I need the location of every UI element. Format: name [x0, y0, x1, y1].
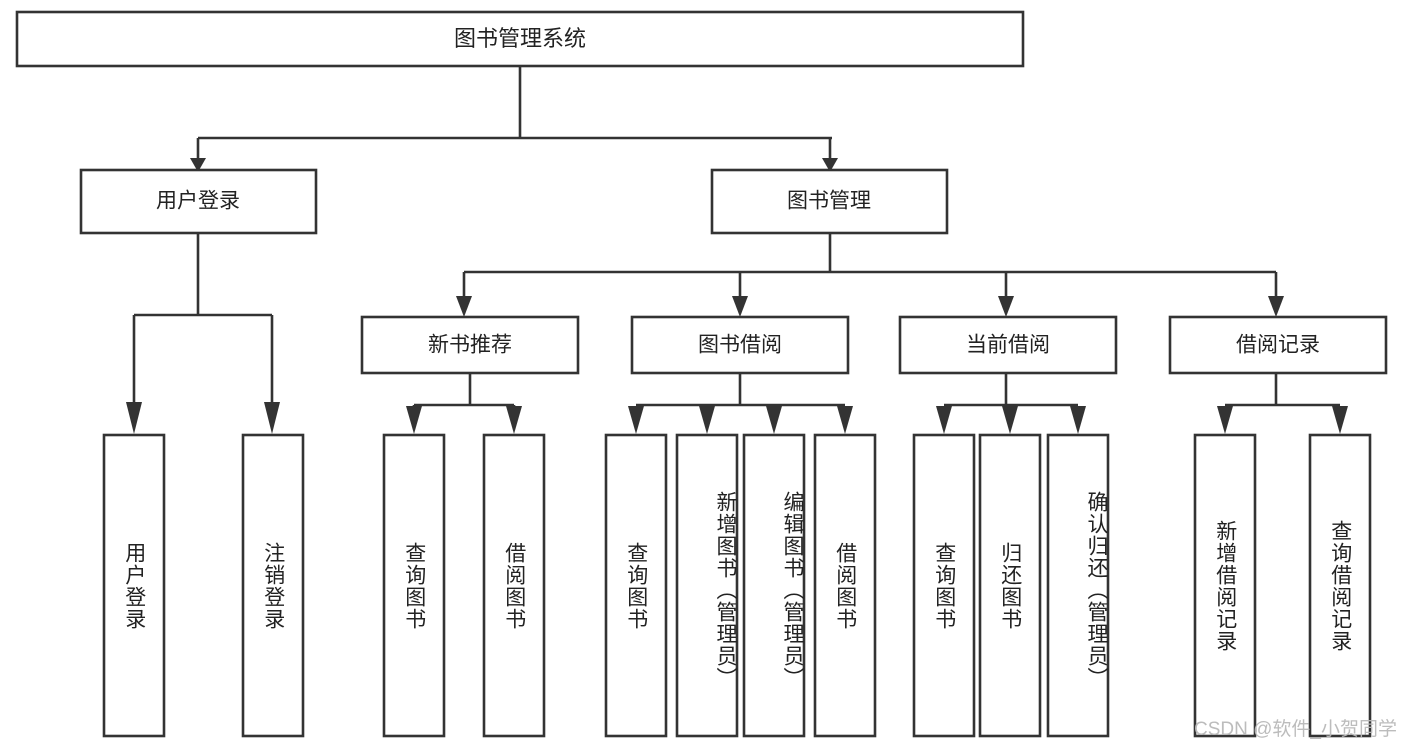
- node-book-borrow[interactable]: 图书借阅: [630, 315, 850, 375]
- arrow-user-login: [190, 158, 206, 172]
- arrow-book-borrow: [732, 296, 748, 317]
- arrow-nb-leaf1: [406, 406, 422, 434]
- leaf-box-bb-query-book[interactable]: [604, 433, 668, 738]
- leaf-box-cb-confirm-return[interactable]: [1046, 433, 1110, 738]
- node-borrow-record-box[interactable]: [1168, 315, 1388, 375]
- arrow-leaf-logout: [264, 402, 280, 434]
- node-root-label: 图书管理系统: [454, 26, 586, 51]
- node-book-manage[interactable]: 图书管理: [710, 168, 949, 235]
- leaf-box-cb-return-book[interactable]: [978, 433, 1042, 738]
- node-borrow-record-label: 借阅记录: [1236, 334, 1320, 357]
- leaf-box-user-login[interactable]: [102, 433, 166, 738]
- leaf-box-br-query-record[interactable]: [1308, 433, 1372, 738]
- node-new-book-recommend-box[interactable]: [360, 315, 580, 375]
- node-book-borrow-label: 图书借阅: [698, 334, 782, 357]
- arrow-cb-leaf2: [1002, 406, 1018, 434]
- arrow-current-borrow: [998, 296, 1014, 317]
- leaf-box-cb-query-book[interactable]: [912, 433, 976, 738]
- leaf-box-br-add-record[interactable]: [1193, 433, 1257, 738]
- arrow-leaf-user-login: [126, 402, 142, 434]
- node-book-manage-box[interactable]: [710, 168, 949, 235]
- node-user-login[interactable]: 用户登录: [79, 168, 318, 235]
- arrow-bb-leaf4: [837, 406, 853, 434]
- node-root-box[interactable]: [15, 10, 1025, 68]
- leaf-box-nb-borrow-book[interactable]: [482, 433, 546, 738]
- node-borrow-record[interactable]: 借阅记录: [1168, 315, 1388, 375]
- node-user-login-label: 用户登录: [156, 190, 240, 213]
- leaf-box-bb-edit-book[interactable]: [742, 433, 806, 738]
- arrow-br-leaf2: [1332, 406, 1348, 434]
- connectors: [126, 66, 1348, 434]
- leaf-box-nb-query-book[interactable]: [382, 433, 446, 738]
- node-user-login-box[interactable]: [79, 168, 318, 235]
- leaf-box-bb-add-book[interactable]: [675, 433, 739, 738]
- node-current-borrow[interactable]: 当前借阅: [898, 315, 1118, 375]
- node-current-borrow-label: 当前借阅: [966, 334, 1050, 357]
- arrow-new-book: [456, 296, 472, 317]
- arrow-book-manage: [822, 158, 838, 172]
- node-current-borrow-box[interactable]: [898, 315, 1118, 375]
- node-new-book-recommend-label: 新书推荐: [428, 334, 512, 357]
- arrow-bb-leaf1: [628, 406, 644, 434]
- arrow-cb-leaf1: [936, 406, 952, 434]
- arrow-bb-leaf3: [766, 406, 782, 434]
- arrow-borrow-record: [1268, 296, 1284, 317]
- arrow-cb-leaf3: [1070, 406, 1086, 434]
- leaf-boxes: [102, 433, 1372, 738]
- leaf-box-bb-borrow-book[interactable]: [813, 433, 877, 738]
- leaf-box-logout[interactable]: [241, 433, 305, 738]
- node-new-book-recommend[interactable]: 新书推荐: [360, 315, 580, 375]
- arrow-br-leaf1: [1217, 406, 1233, 434]
- arrow-nb-leaf2: [506, 406, 522, 434]
- node-root[interactable]: 图书管理系统: [15, 10, 1025, 68]
- node-book-manage-label: 图书管理: [787, 190, 871, 213]
- node-book-borrow-box[interactable]: [630, 315, 850, 375]
- arrow-bb-leaf2: [699, 406, 715, 434]
